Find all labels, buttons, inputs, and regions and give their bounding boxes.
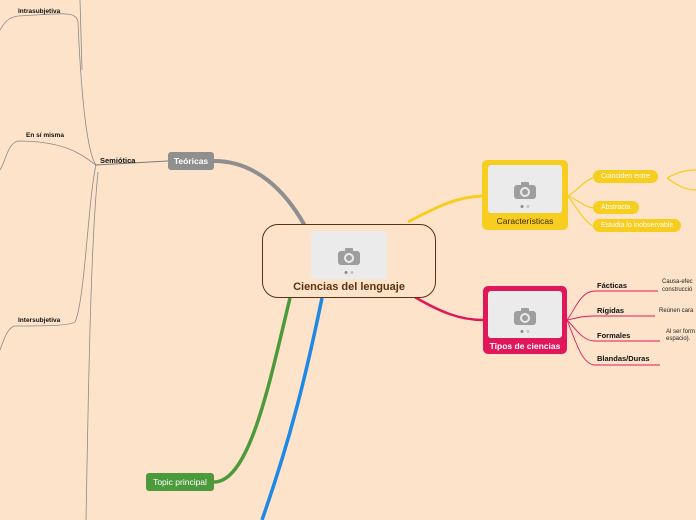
caracteristica-item[interactable]: Estudia lo inobservable xyxy=(593,219,682,232)
tipo-note: espacio). xyxy=(666,336,691,342)
tipo-formales[interactable]: Formales xyxy=(597,331,631,340)
tipo-rigidas[interactable]: Rígidas xyxy=(597,306,625,315)
en-si-misma-node[interactable]: En sí misma xyxy=(26,132,64,139)
intersubjetiva-node[interactable]: Intersubjetiva xyxy=(18,317,61,324)
tipos-de-ciencias-label: Tipos de ciencias xyxy=(489,341,561,351)
tipo-note: Reúnen cara xyxy=(659,308,694,314)
teoricas-node[interactable]: Teóricas xyxy=(168,152,214,170)
tipos-de-ciencias-node[interactable]: Tipos de ciencias xyxy=(483,286,567,354)
caracteristicas-node[interactable]: Características xyxy=(482,160,568,230)
caracteristica-item[interactable]: Abstracta xyxy=(593,201,639,214)
tipo-facticas[interactable]: Fácticas xyxy=(597,281,628,290)
tipo-note: Causa-efec xyxy=(662,279,693,285)
central-topic-label: Ciencias del lenguaje xyxy=(293,281,405,293)
image-placeholder xyxy=(488,165,562,213)
tipo-note: construcció xyxy=(662,287,693,293)
central-topic-node[interactable]: Ciencias del lenguaje xyxy=(262,224,436,298)
image-placeholder xyxy=(311,231,387,279)
camera-icon xyxy=(514,182,536,199)
semiotica-node[interactable]: Semiótica xyxy=(100,156,136,165)
intrasubjetiva-node[interactable]: Intrasubjetiva xyxy=(18,8,61,15)
caracteristicas-label: Características xyxy=(496,216,554,226)
camera-icon xyxy=(338,248,360,265)
camera-icon xyxy=(514,307,536,325)
tipo-blandas-duras[interactable]: Blandas/Duras xyxy=(597,354,650,363)
caracteristica-item[interactable]: Coinciden entre xyxy=(593,170,659,183)
tipo-note: Al ser form xyxy=(666,329,696,335)
image-placeholder xyxy=(488,291,562,338)
topic-principal-node[interactable]: Topic principal xyxy=(146,473,214,491)
